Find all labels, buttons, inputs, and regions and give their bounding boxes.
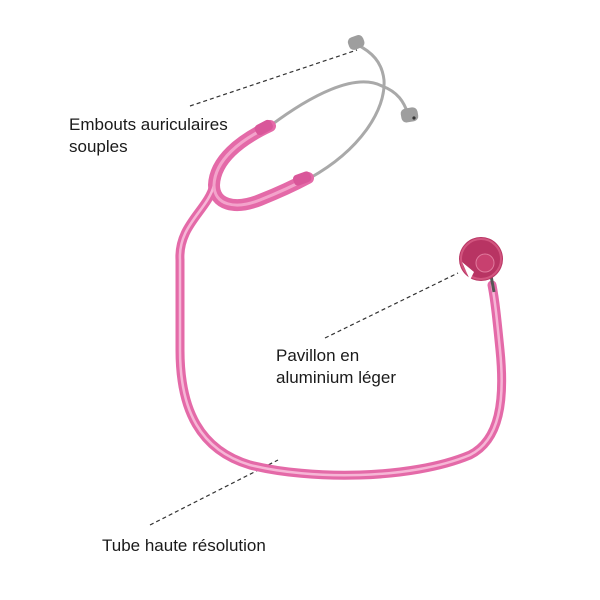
label-chestpiece-line2: aluminium léger [276,368,396,387]
ear-tubes [268,42,410,180]
label-tube-line1: Tube haute résolution [102,536,266,555]
ear-tip-top [347,35,365,50]
chestpiece-bell [475,253,495,273]
label-chestpiece: Pavillon en aluminium léger [276,345,396,389]
label-tube: Tube haute résolution [102,535,266,557]
label-earpieces-line2: souples [69,137,128,156]
ear-tube-left-curve [308,42,386,180]
chestpiece [459,237,503,293]
leader-line-earpieces [189,49,358,107]
ear-tube-left [268,80,384,128]
label-earpieces-line1: Embouts auriculaires [69,115,228,134]
ear-tips [347,35,419,123]
ear-tip-right [400,107,419,123]
leader-line-chestpiece [324,272,459,339]
label-earpieces: Embouts auriculaires souples [69,114,228,158]
tube [175,119,507,480]
label-chestpiece-line1: Pavillon en [276,346,360,365]
